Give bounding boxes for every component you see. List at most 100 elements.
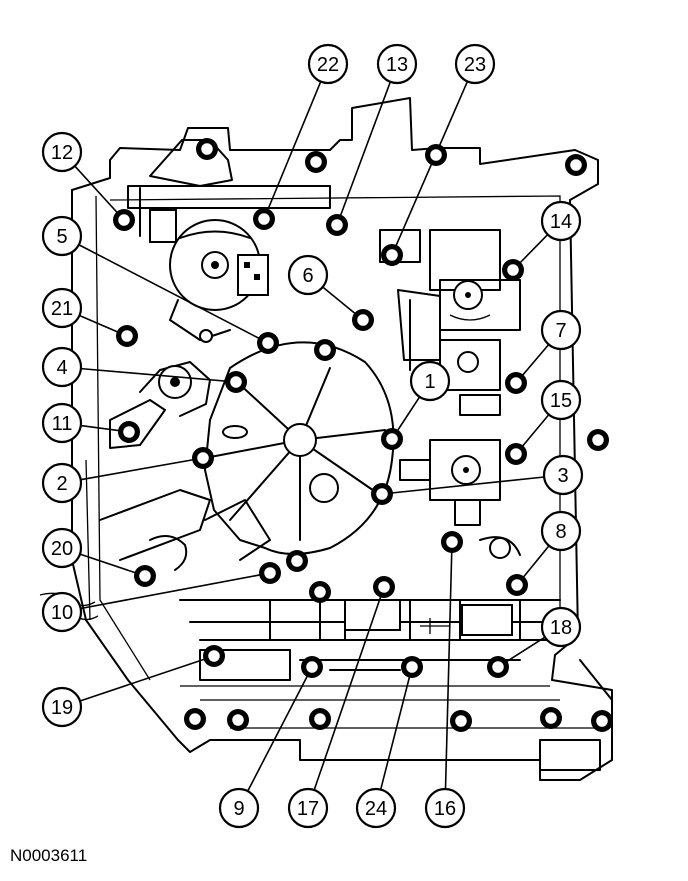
bolt-13 bbox=[540, 707, 562, 729]
callout-number-9: 9 bbox=[233, 798, 244, 820]
leader-line-23 bbox=[391, 81, 469, 256]
callout-bolt-6 bbox=[352, 309, 374, 331]
callout-number-12: 12 bbox=[51, 142, 73, 164]
callout-bolt-16 bbox=[441, 531, 463, 553]
leader-line-16 bbox=[444, 541, 453, 790]
callout-circle-12 bbox=[41, 131, 83, 173]
callout-number-19: 19 bbox=[51, 697, 73, 719]
callout-number-2: 2 bbox=[56, 473, 67, 495]
callout-bolt-9 bbox=[301, 656, 323, 678]
leader-line-20 bbox=[79, 553, 146, 577]
callout-22: 22 bbox=[307, 43, 349, 85]
callout-number-7: 7 bbox=[555, 320, 566, 342]
callout-number-3: 3 bbox=[557, 465, 568, 487]
bolt-7 bbox=[309, 581, 331, 603]
callout-number-14: 14 bbox=[550, 211, 572, 233]
callout-number-15: 15 bbox=[550, 390, 572, 412]
callout-1: 1 bbox=[409, 360, 451, 402]
callout-circle-23 bbox=[454, 43, 496, 85]
callout-4: 4 bbox=[41, 346, 83, 388]
callout-2: 2 bbox=[41, 462, 83, 504]
callout-number-18: 18 bbox=[550, 617, 572, 639]
bolt-10 bbox=[227, 709, 249, 731]
callout-bolt-8 bbox=[506, 574, 528, 596]
callout-12: 12 bbox=[41, 131, 83, 173]
bolt-1 bbox=[196, 138, 218, 160]
callout-bolt-21 bbox=[116, 325, 138, 347]
callout-7: 7 bbox=[540, 309, 582, 351]
callout-number-6: 6 bbox=[302, 265, 313, 287]
callout-bolt-13 bbox=[326, 214, 348, 236]
callout-bolt-2 bbox=[192, 447, 214, 469]
leader-line-12 bbox=[74, 165, 125, 221]
callout-circle-16 bbox=[424, 787, 466, 829]
callout-circle-7 bbox=[540, 309, 582, 351]
callout-17: 17 bbox=[287, 787, 329, 829]
bolt-11 bbox=[309, 708, 331, 730]
callout-circle-4 bbox=[41, 346, 83, 388]
callout-number-23: 23 bbox=[464, 54, 486, 76]
callout-bolt-19 bbox=[203, 645, 225, 667]
callout-24: 24 bbox=[355, 787, 397, 829]
callout-bolt-5 bbox=[257, 332, 279, 354]
callout-number-20: 20 bbox=[51, 538, 73, 560]
callout-circle-6 bbox=[287, 254, 329, 296]
bolt-6 bbox=[286, 550, 308, 572]
callout-circle-14 bbox=[540, 200, 582, 242]
callout-5: 5 bbox=[41, 215, 83, 257]
callout-16: 16 bbox=[424, 787, 466, 829]
bolt-4 bbox=[565, 154, 587, 176]
callout-number-17: 17 bbox=[297, 798, 319, 820]
callout-circle-19 bbox=[41, 686, 83, 728]
callout-bolt-23 bbox=[381, 244, 403, 266]
callout-number-21: 21 bbox=[51, 298, 73, 320]
callout-bolt-11 bbox=[118, 421, 140, 443]
callout-circle-18 bbox=[540, 606, 582, 648]
callout-number-11: 11 bbox=[52, 413, 73, 435]
bolt-5 bbox=[314, 339, 336, 361]
callout-circle-11 bbox=[41, 402, 83, 444]
callout-10: 10 bbox=[41, 591, 83, 633]
callout-bolt-4 bbox=[225, 371, 247, 393]
callout-11: 11 bbox=[41, 402, 83, 444]
leader-line-9 bbox=[247, 666, 313, 792]
callout-bolt-12 bbox=[113, 209, 135, 231]
callout-20: 20 bbox=[41, 527, 83, 569]
bolt-heads bbox=[113, 138, 613, 732]
callout-bolt-24 bbox=[401, 656, 423, 678]
callout-18: 18 bbox=[540, 606, 582, 648]
callout-number-16: 16 bbox=[434, 798, 456, 820]
callout-circle-17 bbox=[287, 787, 329, 829]
figure-id: N0003611 bbox=[10, 846, 88, 865]
callout-3: 3 bbox=[542, 454, 584, 496]
bolt-3 bbox=[425, 144, 447, 166]
leader-line-19 bbox=[79, 655, 215, 702]
bolt-9 bbox=[184, 708, 206, 730]
callout-number-24: 24 bbox=[365, 798, 387, 820]
leader-line-17 bbox=[313, 586, 385, 791]
callout-bolt-7 bbox=[505, 372, 527, 394]
callout-circle-20 bbox=[41, 527, 83, 569]
leader-line-24 bbox=[379, 666, 413, 790]
callout-bolt-1 bbox=[381, 428, 403, 450]
callout-number-5: 5 bbox=[56, 226, 67, 248]
callout-9: 9 bbox=[218, 787, 260, 829]
callout-13: 13 bbox=[376, 43, 418, 85]
callout-bolt-17 bbox=[373, 576, 395, 598]
callout-19: 19 bbox=[41, 686, 83, 728]
callout-circle-15 bbox=[540, 379, 582, 421]
callout-number-22: 22 bbox=[317, 54, 339, 76]
callout-bolt-22 bbox=[253, 208, 275, 230]
callout-circle-9 bbox=[218, 787, 260, 829]
leader-line-4 bbox=[80, 367, 237, 383]
callout-bolt-15 bbox=[505, 443, 527, 465]
callout-circle-13 bbox=[376, 43, 418, 85]
bolt-8 bbox=[587, 429, 609, 451]
callout-15: 15 bbox=[540, 379, 582, 421]
callout-number-10: 10 bbox=[51, 602, 73, 624]
callout-number-13: 13 bbox=[386, 54, 408, 76]
callout-number-1: 1 bbox=[424, 371, 435, 393]
